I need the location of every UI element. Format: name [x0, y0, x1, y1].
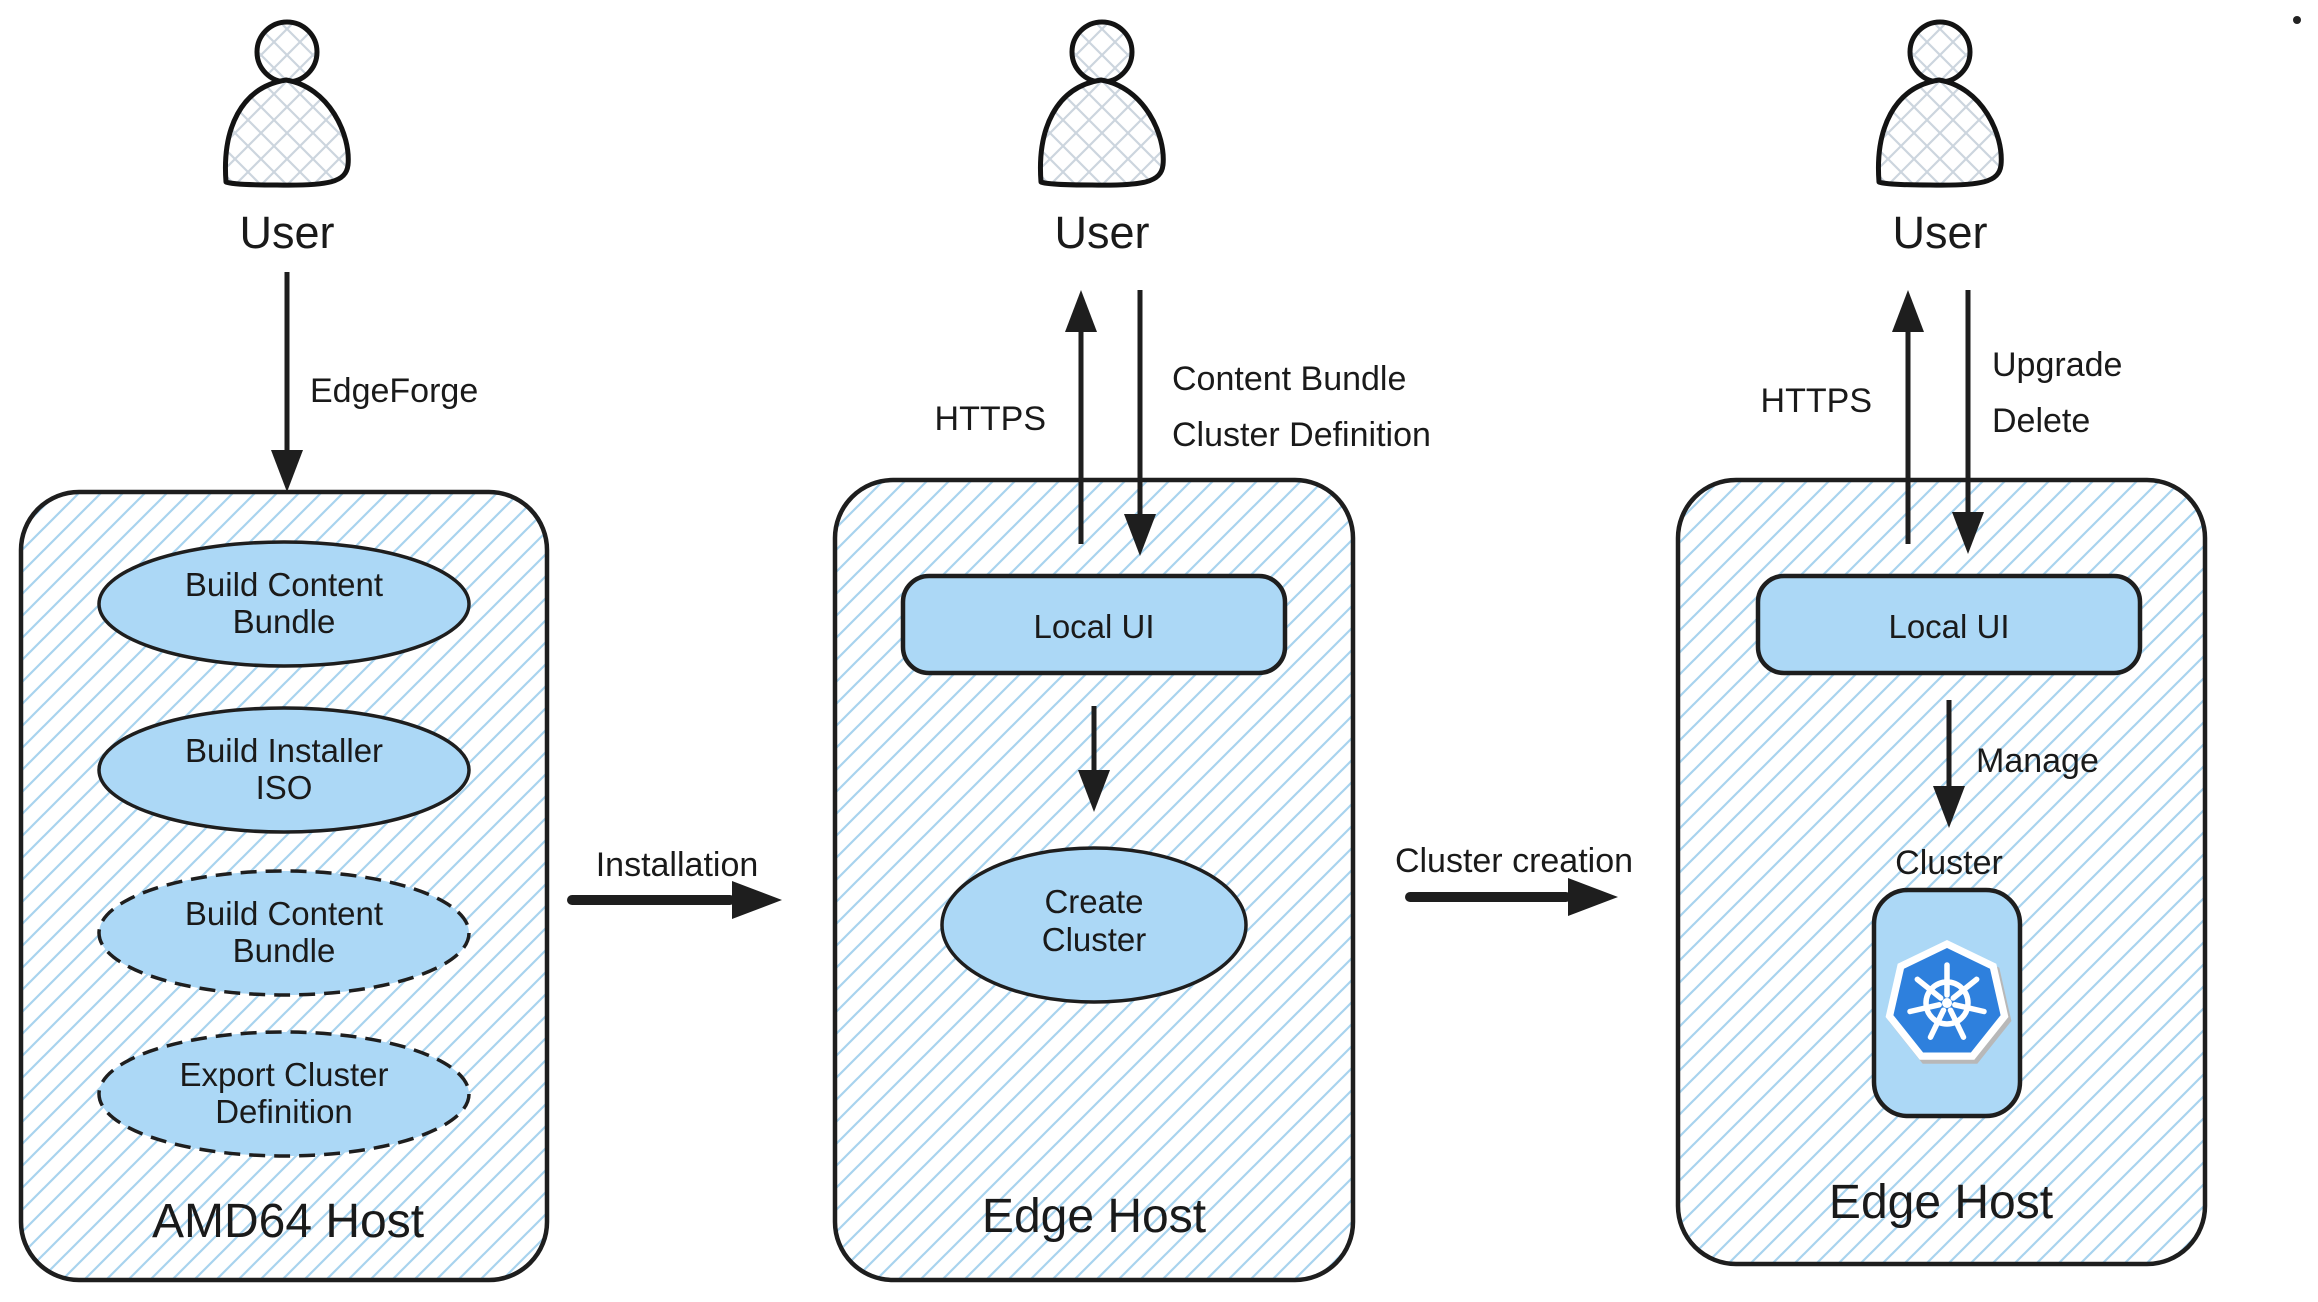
build-installer-iso-node — [97, 706, 471, 834]
edge-host-right-title: Edge Host — [1829, 1176, 2053, 1229]
cluster-definition-label: Cluster Definition — [1172, 416, 1431, 454]
node-label: Build Installer — [185, 732, 383, 769]
arrowhead-down-icon — [1952, 512, 1984, 554]
node-label: Create — [1044, 883, 1143, 920]
user-label-right: User — [1892, 207, 1987, 258]
cluster-creation-label: Cluster creation — [1395, 842, 1633, 880]
node-label: Cluster — [1042, 921, 1147, 958]
arrowhead-down-icon — [1124, 514, 1156, 556]
local-ui-node-right — [1755, 573, 2143, 676]
cluster-label: Cluster — [1895, 844, 2003, 882]
node-label: Export Cluster — [179, 1056, 388, 1093]
ship-wheel-icon — [1907, 962, 1987, 1040]
user-label-middle: User — [1054, 207, 1149, 258]
person-icon — [222, 19, 351, 188]
cluster-creation-arrow — [1405, 878, 1618, 916]
edge-host-right-container — [1675, 477, 2208, 1267]
https-label-middle: HTTPS — [935, 400, 1046, 438]
edgeforge-arrow — [271, 272, 303, 492]
build-content-bundle-node-2 — [97, 869, 471, 997]
manage-label: Manage — [1976, 742, 2099, 780]
node-label: Build Content — [185, 566, 383, 603]
installation-arrow — [567, 881, 782, 919]
person-icon — [1037, 19, 1166, 188]
build-content-bundle-node-1 — [97, 540, 471, 668]
local-ui-label-right: Local UI — [1888, 608, 2009, 645]
arrowhead-down-icon — [271, 450, 303, 492]
user-action-arrow-right — [1952, 290, 1984, 554]
edgeforge-label: EdgeForge — [310, 372, 478, 410]
content-bundle-label: Content Bundle — [1172, 360, 1406, 398]
amd64-host-title: AMD64 Host — [152, 1195, 424, 1248]
node-label: Build Content — [185, 895, 383, 932]
person-icon — [1875, 19, 2004, 188]
local-ui-node-middle — [900, 573, 1288, 676]
local-ui-to-create-cluster-arrow — [1078, 706, 1110, 812]
user-label-left: User — [239, 207, 334, 258]
node-label: Definition — [215, 1093, 353, 1130]
local-ui-label-middle: Local UI — [1033, 608, 1154, 645]
stray-dot — [2293, 16, 2301, 24]
manage-arrow — [1933, 700, 1965, 828]
node-label: Bundle — [233, 603, 336, 640]
arrowhead-down-icon — [1933, 786, 1965, 828]
arrowhead-up-icon — [1892, 290, 1924, 332]
create-cluster-node — [940, 846, 1248, 1004]
export-cluster-definition-node — [97, 1030, 471, 1158]
arrowhead-right-icon — [1568, 878, 1618, 916]
installation-label: Installation — [596, 846, 759, 884]
arrowhead-right-icon — [732, 881, 782, 919]
arrowhead-down-icon — [1078, 770, 1110, 812]
edge-host-middle-title: Edge Host — [982, 1190, 1206, 1243]
delete-label: Delete — [1992, 402, 2090, 440]
upgrade-label: Upgrade — [1992, 346, 2122, 384]
arrowhead-up-icon — [1065, 290, 1097, 332]
https-label-right: HTTPS — [1761, 382, 1872, 420]
node-label: Bundle — [233, 932, 336, 969]
https-up-arrow-middle — [1065, 290, 1097, 544]
node-label: ISO — [256, 769, 313, 806]
https-up-arrow-right — [1892, 290, 1924, 544]
user-download-arrow-middle — [1124, 290, 1156, 556]
kubernetes-icon — [1885, 940, 2012, 1064]
